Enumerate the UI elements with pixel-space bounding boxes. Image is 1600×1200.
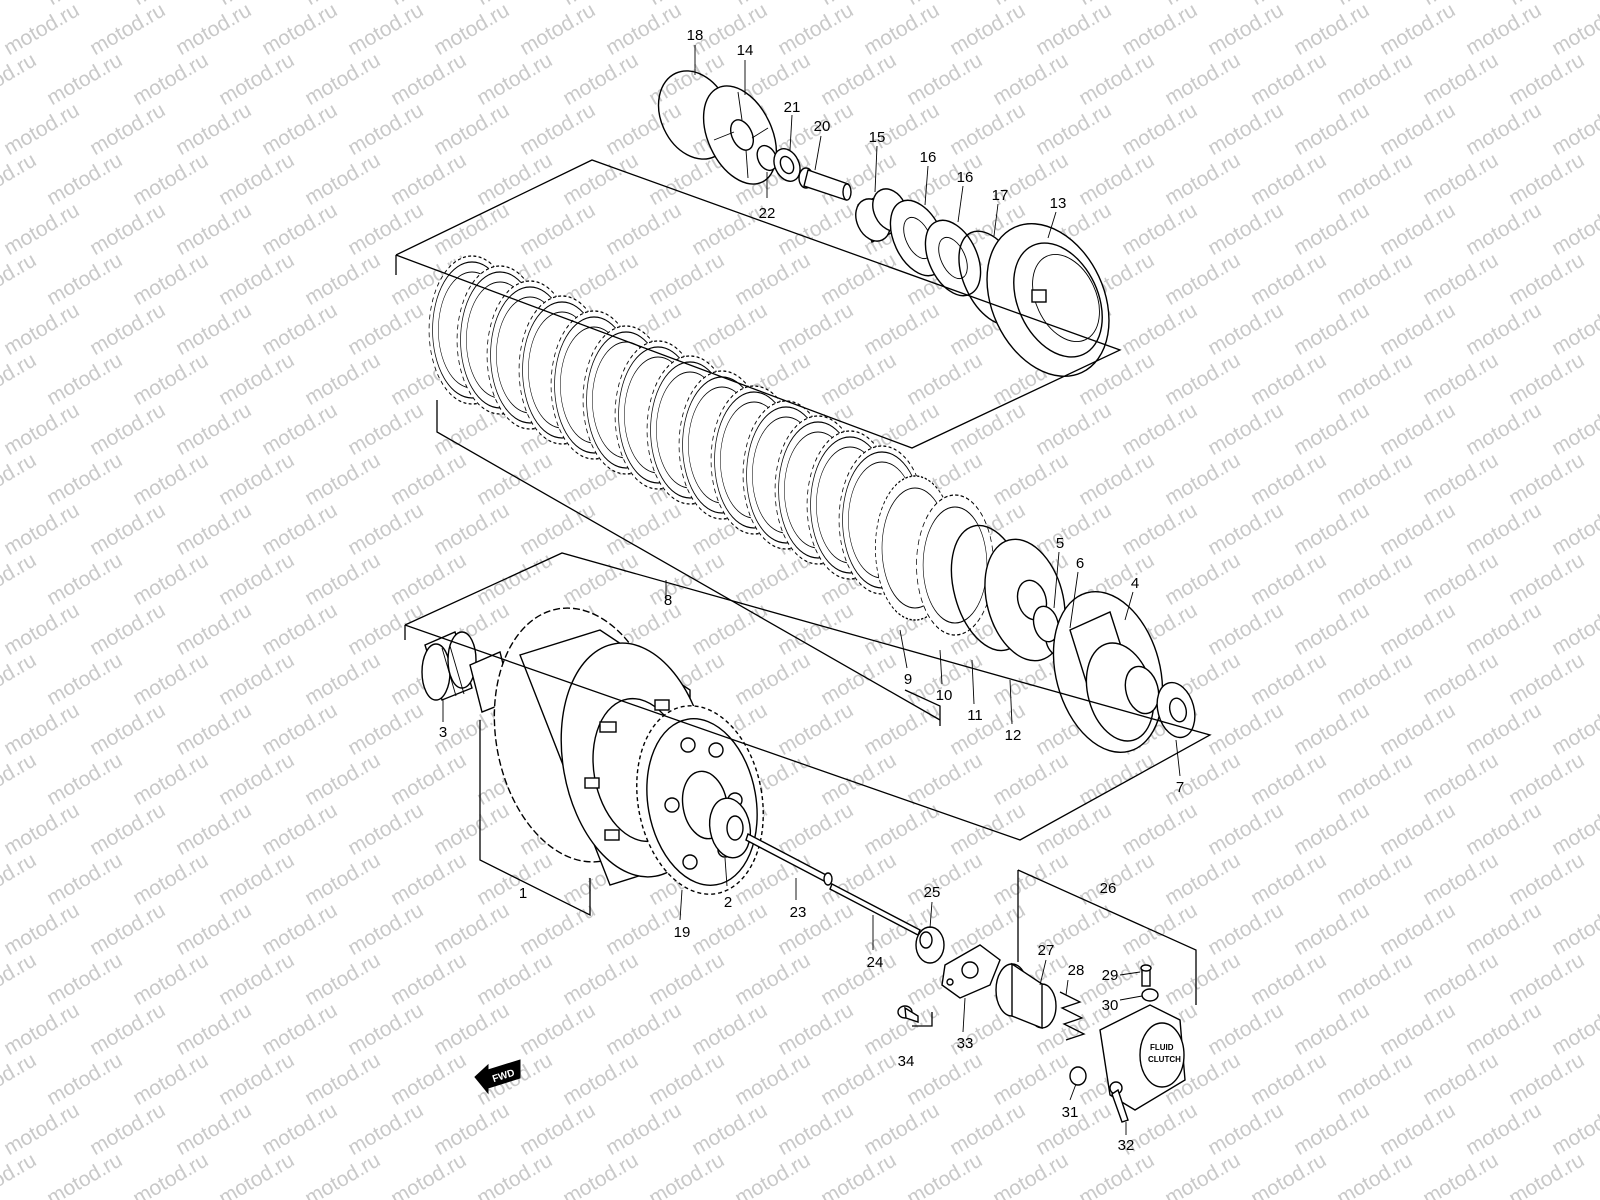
- callout-9: 9: [904, 671, 912, 688]
- callout-11: 11: [967, 707, 983, 724]
- callout-32: 32: [1118, 1137, 1135, 1154]
- part-31-bushing: [1069, 1066, 1087, 1086]
- part-30-cap: [1141, 988, 1159, 1002]
- part-32-bolt: [1109, 1081, 1129, 1123]
- callout-34: 34: [898, 1053, 915, 1070]
- callout-15: 15: [869, 129, 886, 146]
- part-14-spoked-cover: [702, 85, 778, 185]
- part-16-spring-washer-b: [924, 219, 982, 297]
- pressure-plate-assembly: [657, 70, 1110, 377]
- callout-16b: 16: [957, 169, 974, 186]
- group-brackets: [395, 159, 1212, 1027]
- part-26-release-cylinder: FLUID CLUTCH: [1099, 1004, 1186, 1111]
- callout-13: 13: [1050, 195, 1067, 212]
- callout-3: 3: [439, 724, 447, 741]
- callout-6: 6: [1076, 555, 1084, 572]
- callout-1: 1: [519, 885, 527, 902]
- part-13-pressure-plate: [986, 223, 1110, 377]
- callout-14: 14: [737, 42, 754, 59]
- callout-28: 28: [1068, 962, 1085, 979]
- leader-lines: [442, 45, 1181, 1135]
- callout-29: 29: [1102, 967, 1119, 984]
- callout-18: 18: [687, 27, 704, 44]
- part-3-needle-bearing: [421, 631, 477, 701]
- callout-31: 31: [1062, 1104, 1079, 1121]
- callout-30: 30: [1102, 997, 1119, 1014]
- callout-24: 24: [867, 954, 884, 971]
- part-29-bleeder-valve: [1140, 964, 1152, 987]
- callout-16a: 16: [920, 149, 937, 166]
- part-23-push-rod: [745, 832, 829, 884]
- part-4-clutch-hub: [1052, 590, 1164, 754]
- part-10-plate: [916, 494, 994, 636]
- callout-17: 17: [992, 187, 1009, 204]
- callout-7: 7: [1176, 779, 1184, 796]
- callout-33: 33: [957, 1035, 974, 1052]
- clutch-housing-assembly: FLUID CLUTCH: [421, 607, 1186, 1123]
- callout-8: 8: [664, 592, 672, 609]
- part-2-spacer: [708, 797, 752, 859]
- part-27-piston: [995, 962, 1057, 1030]
- callout-labels: 1 2 3 4 5 6 7 8 9 10 11 12 13 14 15 16 1…: [439, 27, 1184, 1154]
- part-28-spring: [1059, 991, 1086, 1041]
- callout-27: 27: [1038, 942, 1055, 959]
- callout-12: 12: [1005, 727, 1022, 744]
- judder-spring-group: [875, 475, 1196, 754]
- part-33-cover: [941, 944, 1001, 999]
- cap-label-fluid: FLUID: [1150, 1043, 1174, 1052]
- callout-10: 10: [936, 687, 953, 704]
- callout-26: 26: [1100, 880, 1117, 897]
- callout-25: 25: [924, 884, 941, 901]
- callout-5: 5: [1056, 535, 1064, 552]
- part-24-push-rod: [829, 883, 921, 936]
- fwd-arrow-icon: FWD: [474, 1059, 521, 1095]
- callout-2: 2: [724, 894, 732, 911]
- part-21-bearing: [773, 148, 801, 182]
- cap-label-clutch: CLUTCH: [1148, 1055, 1181, 1064]
- part-25-piston: [915, 926, 945, 964]
- part-20-pin: [798, 167, 852, 201]
- callout-19: 19: [674, 924, 691, 941]
- callout-22: 22: [759, 205, 776, 222]
- part-34-bolt: [897, 1005, 919, 1023]
- callout-4: 4: [1131, 575, 1139, 592]
- part-5-nut: [1032, 605, 1060, 643]
- callout-21: 21: [784, 99, 801, 116]
- callout-20: 20: [814, 118, 831, 135]
- callout-23: 23: [790, 904, 807, 921]
- part-7-thrust-washer: [1156, 681, 1196, 739]
